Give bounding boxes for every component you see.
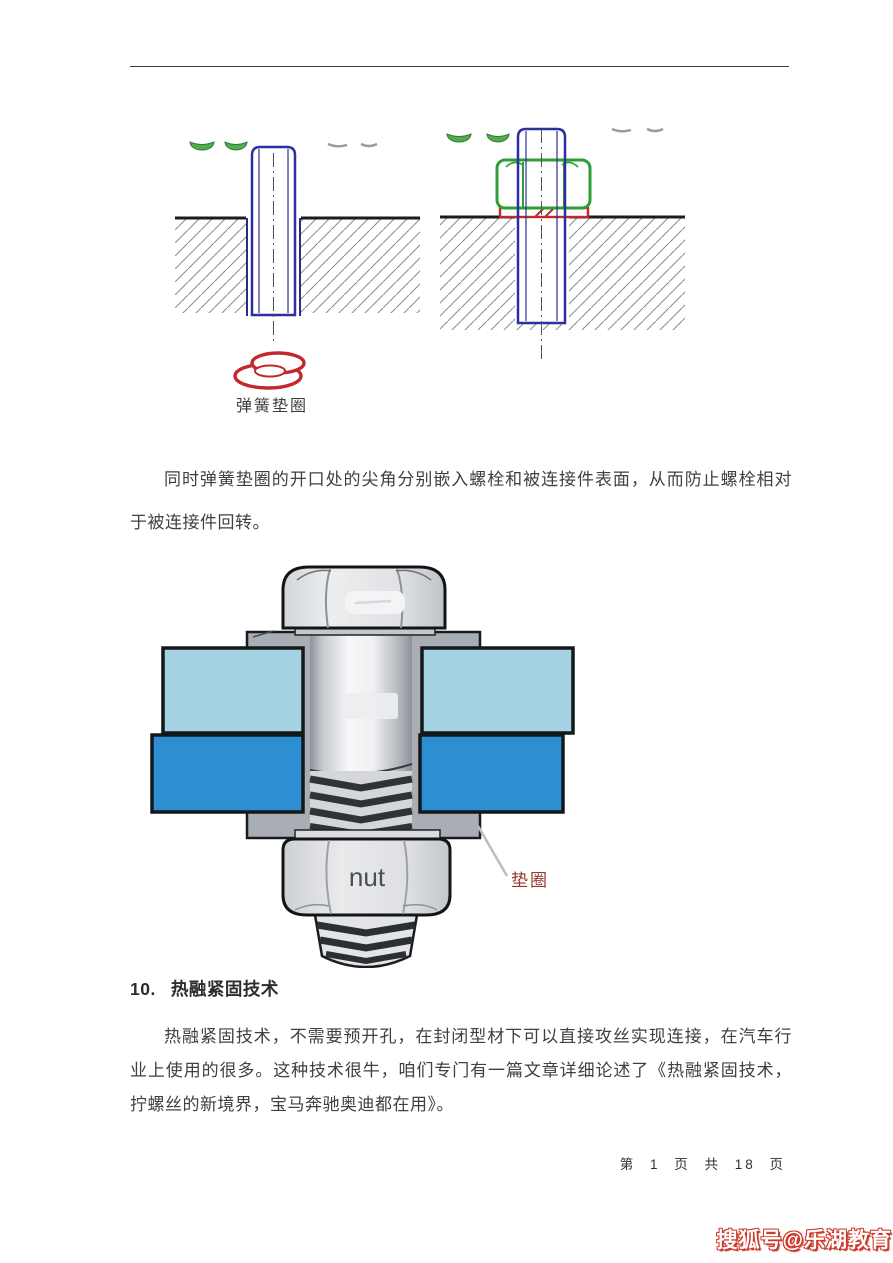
spring-washer-caption: 弹簧垫圈 xyxy=(236,396,308,415)
right-section-view xyxy=(440,127,685,360)
plate-left-top xyxy=(161,646,305,735)
plate-right-top xyxy=(420,646,575,735)
section-heading: 10. 热融紧固技术 xyxy=(130,976,279,1001)
bolt-shank-drawing xyxy=(309,630,413,838)
bolt-tip-drawing xyxy=(313,913,419,968)
gray-dash-fragment xyxy=(611,127,664,133)
green-arc-fragment xyxy=(486,133,510,143)
plate-left-bottom xyxy=(150,733,305,814)
header-divider xyxy=(130,66,789,67)
green-arc-fragment xyxy=(224,141,248,151)
hex-nut-3d-drawing: nut xyxy=(281,837,452,917)
hex-nut-drawing xyxy=(495,158,592,210)
paragraph-spring-washer: 同时弹簧垫圈的开口处的尖角分别嵌入螺栓和被连接件表面，从而防止螺栓相对于被连接件… xyxy=(130,470,792,532)
gray-dash-fragment xyxy=(327,142,378,148)
paragraph-section10: 热融紧固技术，不需要预开孔，在封闭型材下可以直接攻丝实现连接，在汽车行业上使用的… xyxy=(130,1027,792,1114)
nut-label: nut xyxy=(349,862,386,892)
section-title: 热融紧固技术 xyxy=(170,979,279,999)
bolt-head-drawing xyxy=(281,565,447,630)
blurred-logo-patch xyxy=(343,693,398,719)
figure-spring-washer-section: 弹簧垫圈 xyxy=(175,127,685,415)
spring-washer-drawing xyxy=(233,351,306,390)
left-section-view: 弹簧垫圈 xyxy=(175,141,420,415)
green-arc-fragment xyxy=(446,133,472,143)
green-arc-fragment xyxy=(189,141,215,151)
plate-right-bottom xyxy=(418,733,565,814)
washer-label: 垫圈 xyxy=(511,871,549,890)
bolt-stud-drawing xyxy=(516,127,567,360)
section-number: 10. xyxy=(130,979,156,999)
leader-line xyxy=(476,825,509,877)
sohu-watermark: 搜狐号@乐湖教育 xyxy=(716,1229,892,1252)
page-number-footer: 第 1 页 共 18 页 xyxy=(619,1157,786,1172)
figure-bolt-nut-cutaway: nut 垫圈 xyxy=(150,565,575,968)
